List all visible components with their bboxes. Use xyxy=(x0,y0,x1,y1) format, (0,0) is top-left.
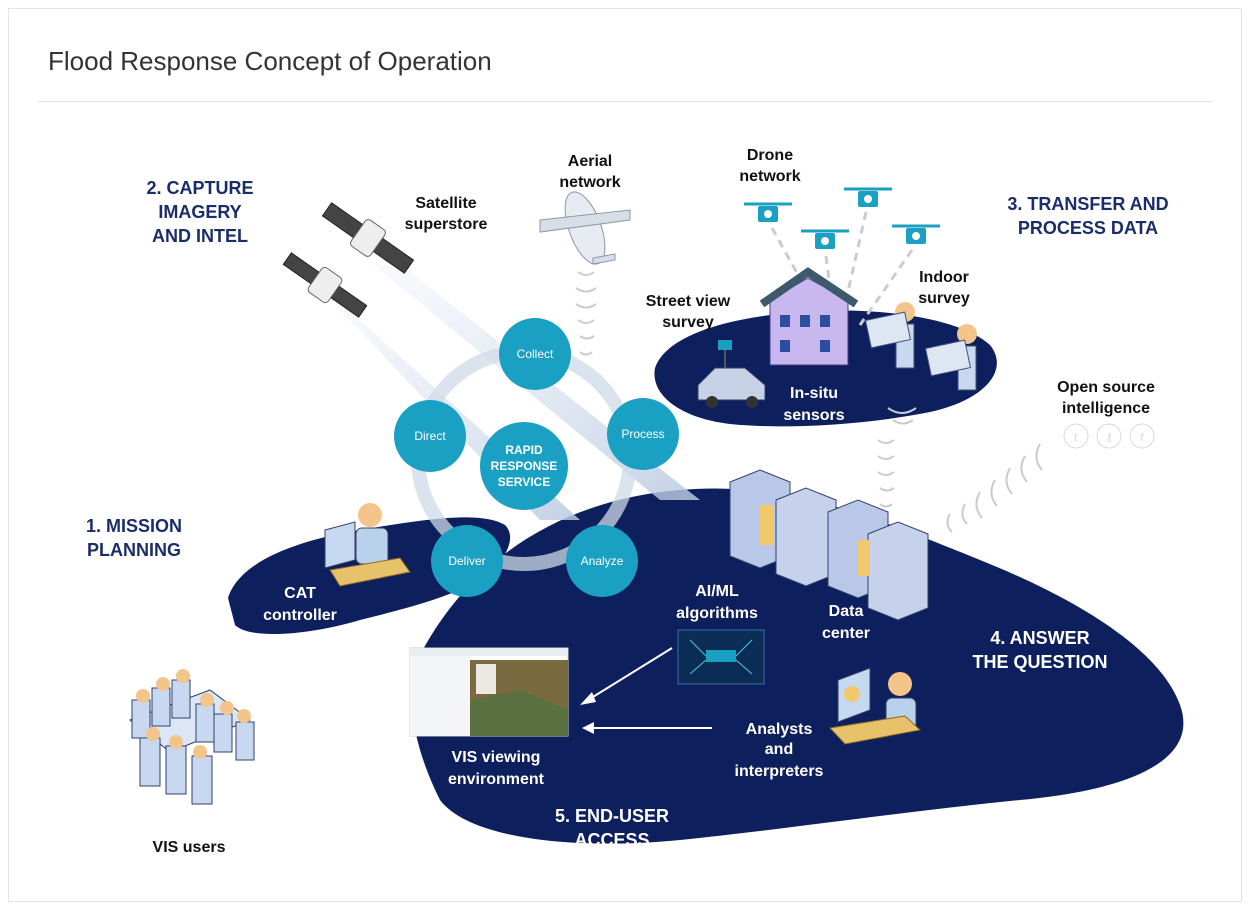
drone-icon xyxy=(844,187,892,207)
twitter-icon: t xyxy=(1063,423,1089,449)
airplane-icon xyxy=(539,191,631,265)
svg-text:t: t xyxy=(1074,431,1079,444)
vis-viewer-screen xyxy=(409,647,569,737)
svg-text:Analyze: Analyze xyxy=(581,554,624,568)
key-icon: ⚷ xyxy=(1096,423,1122,449)
controller-icon xyxy=(324,503,411,587)
server-icon xyxy=(729,469,837,587)
cycle-node-process[interactable]: Process xyxy=(607,398,679,470)
svg-text:f: f xyxy=(1140,431,1145,444)
analyst-icon xyxy=(828,667,922,745)
insitu-signal xyxy=(877,407,917,508)
title-divider xyxy=(38,101,1212,102)
arrow-analysts-to-vis xyxy=(582,722,712,734)
page-title: Flood Response Concept of Operation xyxy=(48,46,492,76)
svg-text:⚷: ⚷ xyxy=(1105,431,1113,444)
svg-text:Deliver: Deliver xyxy=(448,554,485,568)
svg-text:Process: Process xyxy=(621,427,664,441)
cycle-node-collect[interactable]: Collect xyxy=(499,318,571,390)
drone-network xyxy=(744,187,940,326)
cycle-node-deliver[interactable]: Deliver xyxy=(431,525,503,597)
osint-signal xyxy=(946,443,1043,533)
house-icon xyxy=(759,267,859,366)
drone-icon xyxy=(801,229,849,249)
airplane-signal xyxy=(575,271,597,356)
satellite-icon xyxy=(282,252,368,318)
surveyor-icon xyxy=(864,302,977,391)
satellite-icon xyxy=(321,202,415,274)
aiml-panel xyxy=(677,629,765,685)
car-icon xyxy=(697,340,766,408)
cycle-node-analyze[interactable]: Analyze xyxy=(566,525,638,597)
drone-icon xyxy=(744,202,792,222)
cycle-node-direct[interactable]: Direct xyxy=(394,400,466,472)
svg-text:Collect: Collect xyxy=(517,347,554,361)
label-vis-users: VIS users xyxy=(153,839,226,856)
svg-text:Direct: Direct xyxy=(414,429,446,443)
meeting-icon xyxy=(129,669,255,805)
arrow-aiml-to-vis xyxy=(580,647,673,705)
drone-icon xyxy=(892,224,940,244)
facebook-icon: f xyxy=(1129,423,1155,449)
server-icon xyxy=(827,499,929,621)
